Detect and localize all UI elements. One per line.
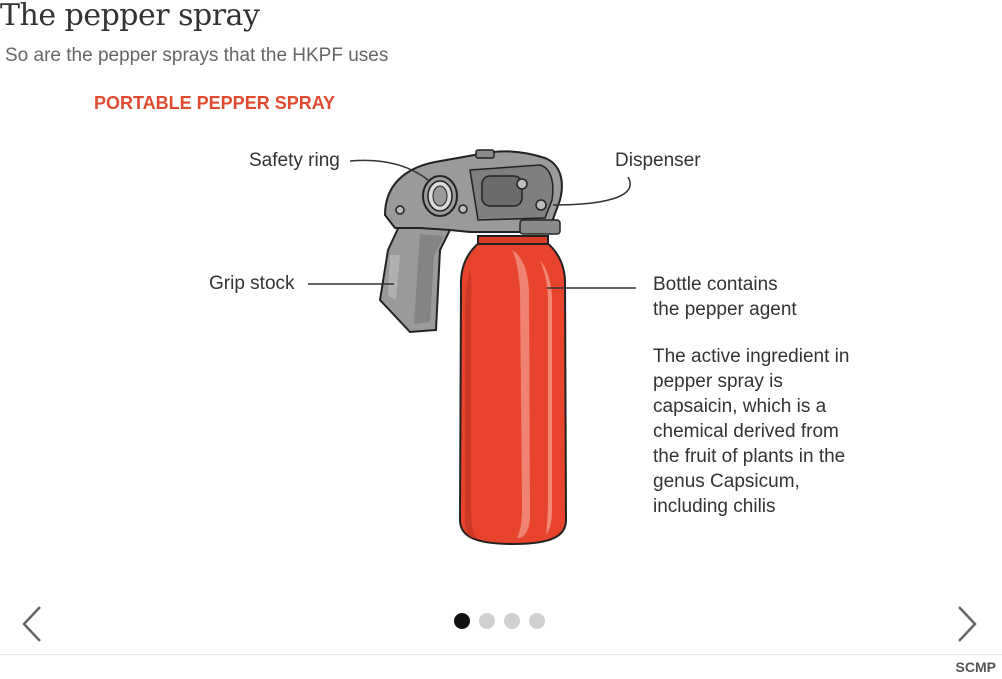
- safety-ring-label: Safety ring: [249, 150, 340, 171]
- bottle-label: Bottle contains the pepper agent: [653, 272, 853, 322]
- safety-ring-leader: [349, 159, 429, 181]
- capsaicin-description: The active ingredient in pepper spray is…: [653, 344, 868, 519]
- description-line: The active ingredient in: [653, 346, 850, 367]
- dispenser-label: Dispenser: [615, 150, 701, 171]
- panel-heading: PORTABLE PEPPER SPRAY: [94, 93, 336, 113]
- pagination-dot-2[interactable]: [479, 613, 495, 629]
- dispenser-head-illustration: [383, 149, 563, 235]
- description-line: including chilis: [653, 496, 776, 517]
- bottle-illustration: [458, 235, 568, 546]
- pepper-spray-illustration: [308, 149, 636, 546]
- page-subtitle: So are the pepper sprays that the HKPF u…: [5, 45, 389, 66]
- previous-slide-button[interactable]: [20, 604, 44, 644]
- dispenser-leader: [552, 176, 631, 206]
- grip-stock-label: Grip stock: [209, 273, 295, 294]
- chevron-right-icon: [958, 606, 977, 642]
- pagination-dot-1[interactable]: [454, 613, 470, 629]
- description-line: genus Capsicum,: [653, 471, 800, 492]
- description-line: capsaicin, which is a: [653, 396, 827, 417]
- source-credit: SCMP: [955, 659, 996, 675]
- footer-divider: [0, 654, 1002, 655]
- pagination-dot-4[interactable]: [529, 613, 545, 629]
- pagination-dot-3[interactable]: [504, 613, 520, 629]
- description-line: chemical derived from: [653, 421, 839, 442]
- description-line: pepper spray is: [653, 371, 783, 392]
- carousel-pagination: [454, 613, 545, 629]
- chevron-left-icon: [22, 606, 41, 642]
- page-title: The pepper spray: [0, 0, 260, 33]
- bottle-label-line1: Bottle contains: [653, 274, 778, 295]
- grip-stock-illustration: [378, 218, 454, 334]
- safety-ring-illustration: [422, 175, 458, 217]
- bottle-label-line2: the pepper agent: [653, 299, 797, 320]
- next-slide-button[interactable]: [955, 604, 979, 644]
- description-line: the fruit of plants in the: [653, 446, 846, 467]
